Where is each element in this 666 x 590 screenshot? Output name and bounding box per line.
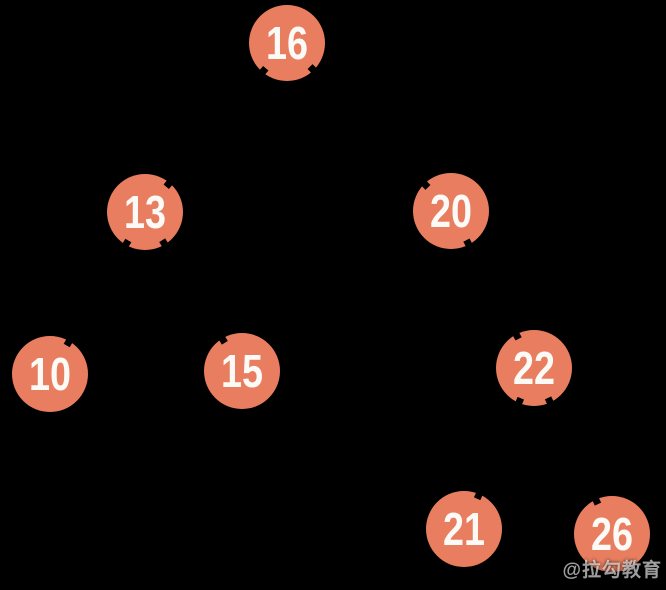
tree-edge-22-21 <box>473 396 525 501</box>
tree-node-circle-21 <box>426 491 502 567</box>
tree-edge-13-15 <box>159 238 228 345</box>
tree-node-circle-15 <box>204 333 280 409</box>
tree-edge-22-26 <box>544 396 602 506</box>
tree-edge-16-20 <box>307 64 431 190</box>
tree-node-label-26: 26 <box>591 508 633 560</box>
tree-node-circle-22 <box>496 330 572 406</box>
tree-node-label-21: 21 <box>443 503 485 555</box>
tree-node-label-16: 16 <box>266 17 308 69</box>
tree-node-label-10: 10 <box>29 348 71 400</box>
tree-edge-20-22 <box>463 238 522 341</box>
tree-node-circle-26 <box>574 496 650 572</box>
tree-node-circle-10 <box>12 336 88 412</box>
tree-node-label-20: 20 <box>430 185 472 237</box>
tree-node-circle-20 <box>413 173 489 249</box>
tree-node-label-22: 22 <box>513 342 555 394</box>
tree-node-label-13: 13 <box>124 186 166 238</box>
tree-edge-13-10 <box>63 238 132 348</box>
tree-node-circle-16 <box>249 5 325 81</box>
tree-edge-16-13 <box>163 66 269 189</box>
tree-node-label-15: 15 <box>221 345 263 397</box>
tree-node-circle-13 <box>107 174 183 250</box>
